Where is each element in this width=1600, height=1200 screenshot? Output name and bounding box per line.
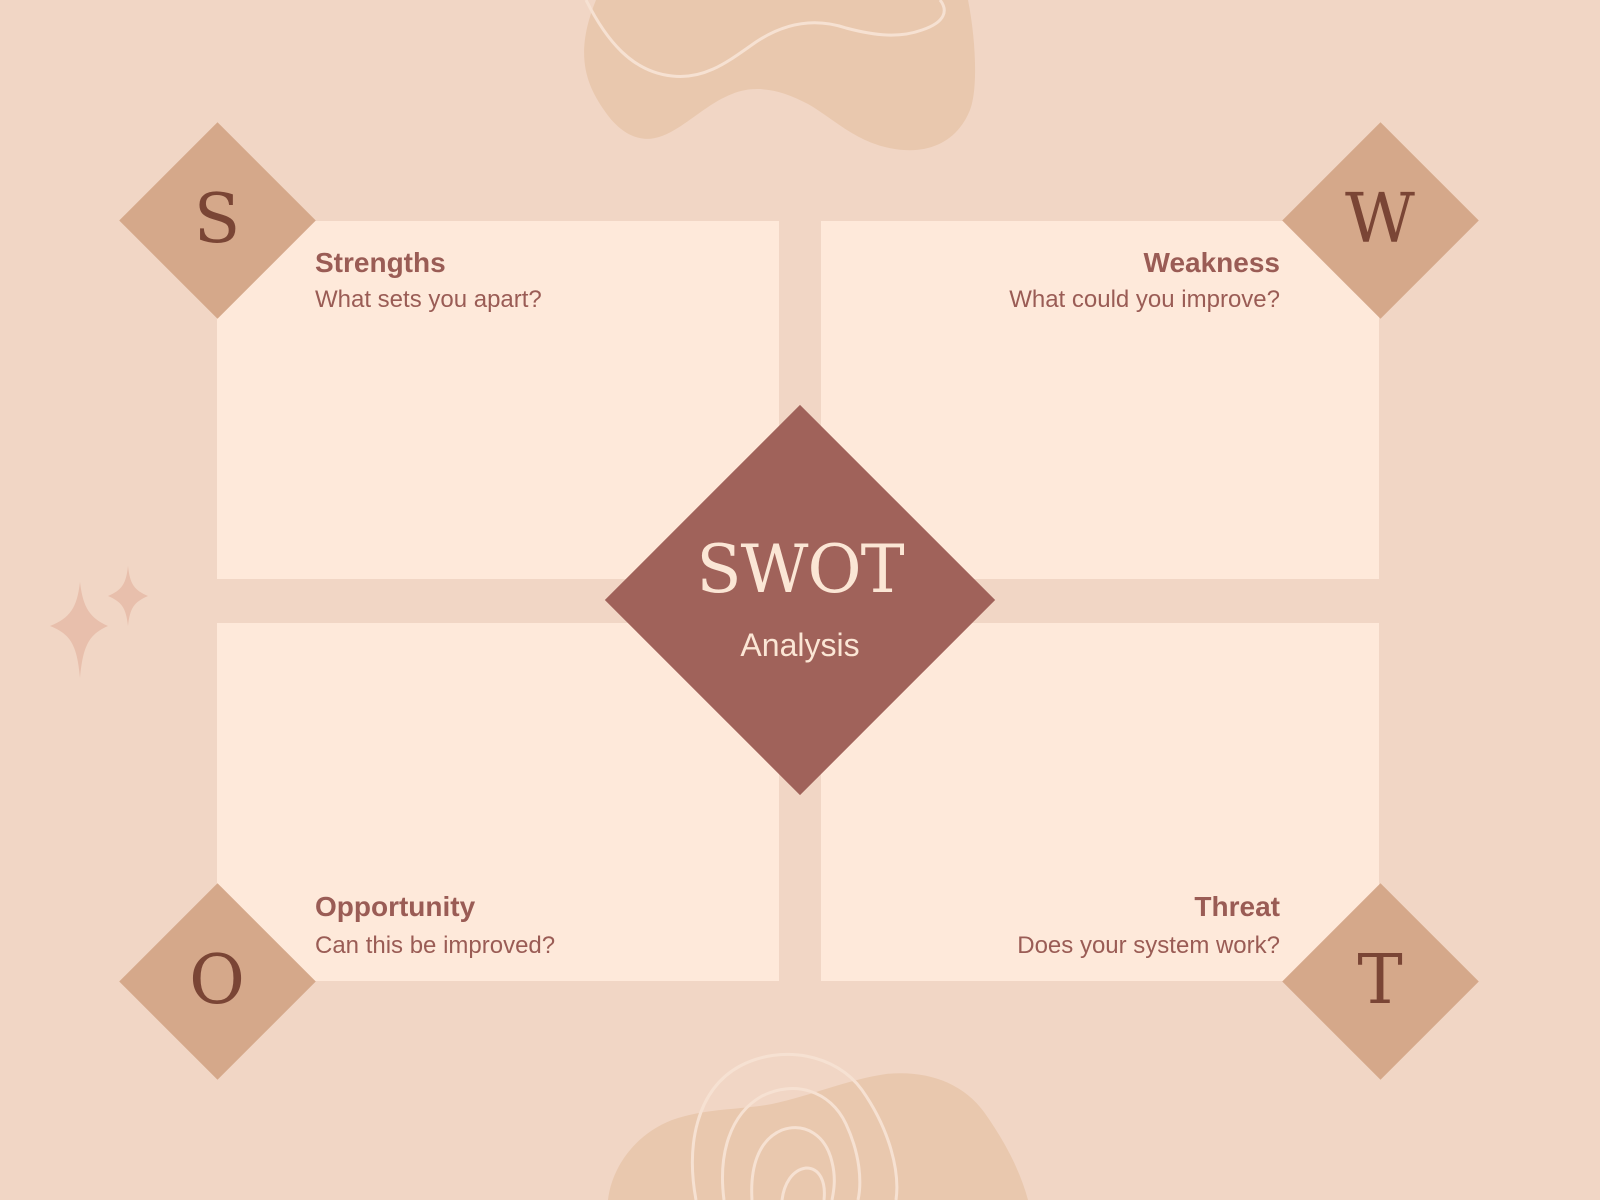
threat-panel [821,623,1379,981]
weakness-heading: Weakness [1143,247,1280,278]
blob-bottom-decoration [608,1052,1028,1200]
threat-letter: T [1357,941,1403,1020]
sparkle-icon [50,566,148,678]
opportunity-panel [217,623,779,981]
threat-heading: Threat [1194,891,1280,922]
threat-question: Does your system work? [1017,932,1280,959]
strengths-question: What sets you apart? [315,286,542,313]
weakness-letter: W [1345,180,1415,259]
strengths-heading: Strengths [315,247,446,278]
weakness-question: What could you improve? [1009,286,1280,313]
diagram-subtitle: Analysis [740,627,860,663]
strengths-letter: S [193,180,241,259]
diagram-title: SWOT [696,531,904,608]
opportunity-heading: Opportunity [315,891,476,922]
blob-top-decoration [584,0,976,151]
opportunity-letter: O [189,941,245,1020]
opportunity-question: Can this be improved? [315,932,556,959]
